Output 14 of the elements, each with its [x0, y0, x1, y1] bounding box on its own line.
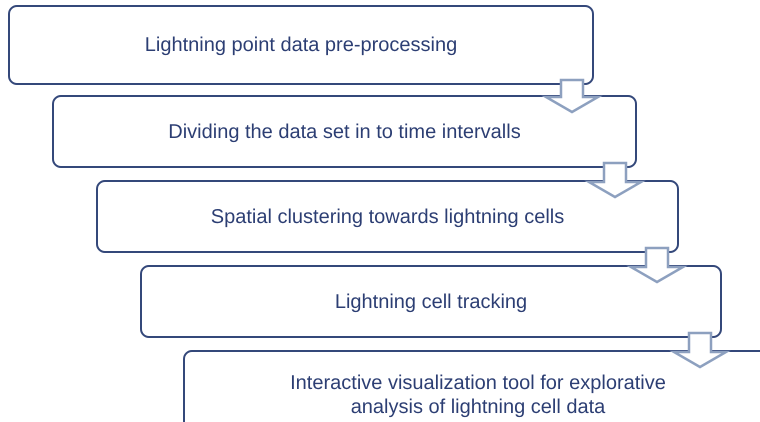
- step-text: Lightning point data pre-processing: [144, 33, 458, 57]
- block-arrow: [584, 162, 646, 198]
- process-box: [52, 95, 637, 168]
- step-text: Lightning cell tracking: [334, 290, 528, 314]
- block-arrow: [669, 332, 731, 368]
- step-text: Interactive visualization tool for explorative analysis of lightning cell data: [289, 371, 667, 419]
- step-text: Spatial clustering towards lightning cells: [210, 204, 564, 228]
- block-arrow: [541, 78, 603, 114]
- process-box: [8, 5, 594, 85]
- step-text: Dividing the data set in to time intervalls: [168, 120, 521, 144]
- process-box: [96, 180, 679, 253]
- process-box: [183, 350, 760, 422]
- process-box: [140, 265, 722, 338]
- block-arrow: [626, 246, 688, 284]
